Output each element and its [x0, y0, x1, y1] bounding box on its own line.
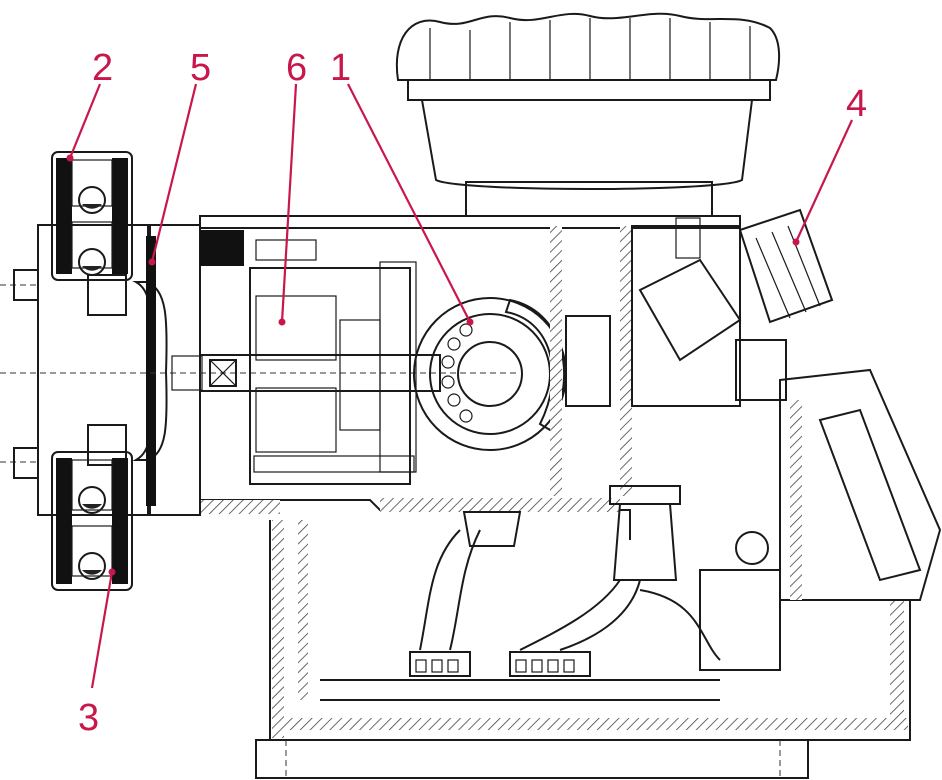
- return-spring-housing: [200, 230, 417, 485]
- suction-discharge-valve-top: [51, 151, 133, 281]
- leader-2: [68, 83, 102, 159]
- eccentric-bearing: [413, 297, 567, 451]
- leader-3: [90, 571, 114, 689]
- callout-2: 2: [92, 47, 113, 89]
- leader-4: [795, 119, 853, 243]
- suction-discharge-valve-bottom: [51, 451, 133, 591]
- callout-leaders: [66, 83, 853, 689]
- callout-4: 4: [846, 83, 867, 125]
- callout-3: 3: [78, 697, 99, 739]
- callout-6: 6: [286, 47, 307, 89]
- diaphragm: [132, 236, 168, 506]
- control-electronics: [609, 368, 942, 671]
- drive-motor-section: [550, 217, 787, 496]
- stroke-adjustment-knob: [738, 208, 834, 324]
- callout-1: 1: [330, 47, 351, 89]
- wiring-harness: [409, 511, 721, 677]
- piston-shaft: [0, 354, 520, 392]
- callout-5: 5: [190, 47, 211, 89]
- callout-labels: 1 2 3 4 5 6: [78, 47, 867, 739]
- leader-5: [150, 83, 198, 263]
- leader-6: [280, 83, 298, 323]
- adjustment-knob: [395, 12, 781, 217]
- leader-1: [347, 83, 471, 323]
